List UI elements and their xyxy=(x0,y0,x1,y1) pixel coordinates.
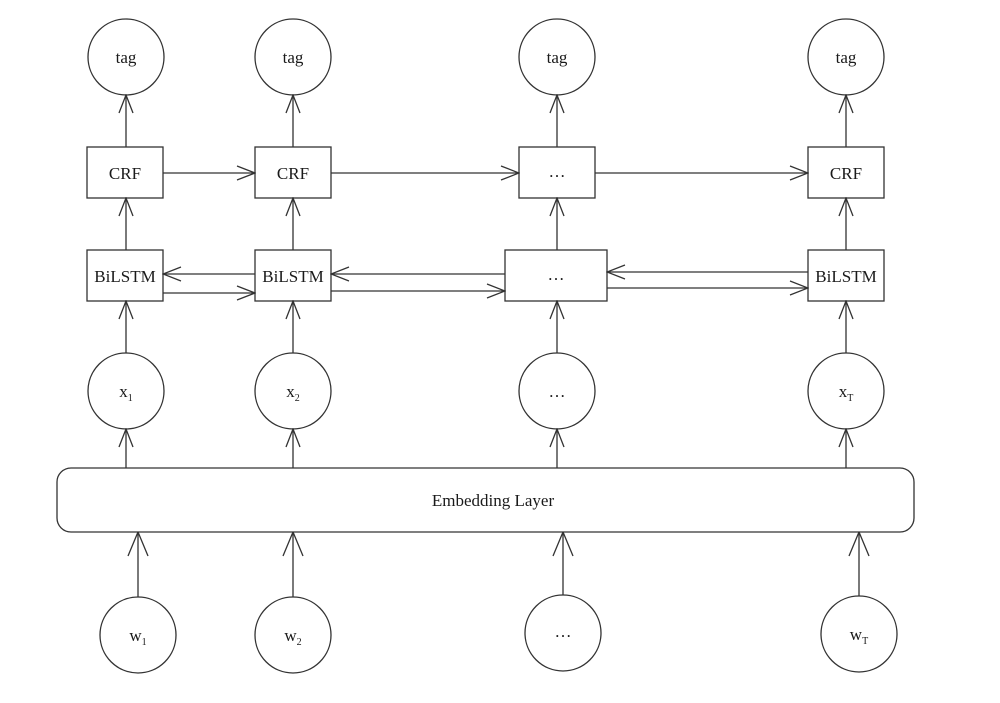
bilstm-label-2: BiLSTM xyxy=(262,267,323,286)
w-label-4: wT xyxy=(850,625,868,647)
x-label-2-base: x xyxy=(286,382,295,401)
x-label-1-sub: 1 xyxy=(128,393,133,404)
bilstm-label-4: BiLSTM xyxy=(815,267,876,286)
x-label-2: x2 xyxy=(286,382,300,404)
w-label-4-sub: T xyxy=(862,636,868,647)
tag-label-2: tag xyxy=(283,48,304,67)
w-label-3-base: … xyxy=(555,622,572,641)
tag-label-4: tag xyxy=(836,48,857,67)
w-label-2-sub: 2 xyxy=(297,637,302,648)
x-label-4-base: x xyxy=(839,382,848,401)
embedding-layer-box xyxy=(56,467,915,533)
w-label-1: w1 xyxy=(129,626,146,648)
crf-box-1 xyxy=(86,146,164,199)
x-label-1-base: x xyxy=(119,382,128,401)
bilstm-box-4 xyxy=(807,249,885,302)
crf-box-4 xyxy=(807,146,885,199)
w-label-1-sub: 1 xyxy=(142,637,147,648)
bilstm-label-1: BiLSTM xyxy=(94,267,155,286)
bilstm-box-1 xyxy=(86,249,164,302)
w-label-3: … xyxy=(555,622,572,641)
x-label-3-base: … xyxy=(549,382,566,401)
x-label-4: xT xyxy=(839,382,854,404)
x-label-2-sub: 2 xyxy=(295,393,300,404)
w-label-4-base: w xyxy=(850,625,863,644)
embedding-layer-label: Embedding Layer xyxy=(432,491,555,510)
x-label-4-sub: T xyxy=(847,393,853,404)
crf-label-1: CRF xyxy=(109,164,141,183)
tag-label-1: tag xyxy=(116,48,137,67)
tag-label-3: tag xyxy=(547,48,568,67)
bilstm-label-3: … xyxy=(548,265,565,284)
x-label-1: x1 xyxy=(119,382,133,404)
crf-label-3: … xyxy=(549,162,566,181)
crf-label-2: CRF xyxy=(277,164,309,183)
w-label-2-base: w xyxy=(284,626,297,645)
crf-label-4: CRF xyxy=(830,164,862,183)
w-label-2: w2 xyxy=(284,626,301,648)
x-label-3: … xyxy=(549,382,566,401)
w-label-1-base: w xyxy=(129,626,142,645)
